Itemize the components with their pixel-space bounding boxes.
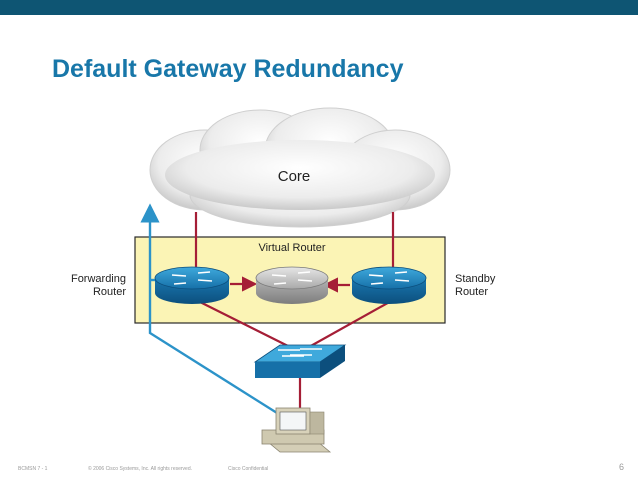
pc-icon — [261, 407, 332, 453]
footer-code: BCMSN 7 - 1 — [18, 466, 48, 472]
forwarding-router-label: Forwarding Router — [62, 273, 126, 299]
slide-title: Default Gateway Redundancy — [52, 55, 404, 83]
standby-router-label-text: Standby Router — [455, 273, 496, 298]
virtual-router-label: Virtual Router — [258, 242, 325, 254]
forwarding-router-icon — [154, 266, 230, 304]
forwarding-router-label-text: Forwarding Router — [70, 273, 126, 298]
core-links — [194, 212, 395, 410]
virtual-router-icon — [255, 266, 329, 304]
standby-router-label: Standby Router — [455, 273, 515, 299]
page-number: 6 — [618, 462, 624, 472]
top-bar — [0, 0, 638, 15]
footer-confidential: Cisco Confidential — [228, 466, 269, 472]
core-cloud — [149, 107, 451, 228]
switch-icon — [253, 344, 347, 378]
footer-copyright: © 2006 Cisco Systems, Inc. All rights re… — [88, 466, 193, 472]
cloud-label: Core — [278, 168, 311, 185]
standby-router-icon — [351, 266, 427, 304]
